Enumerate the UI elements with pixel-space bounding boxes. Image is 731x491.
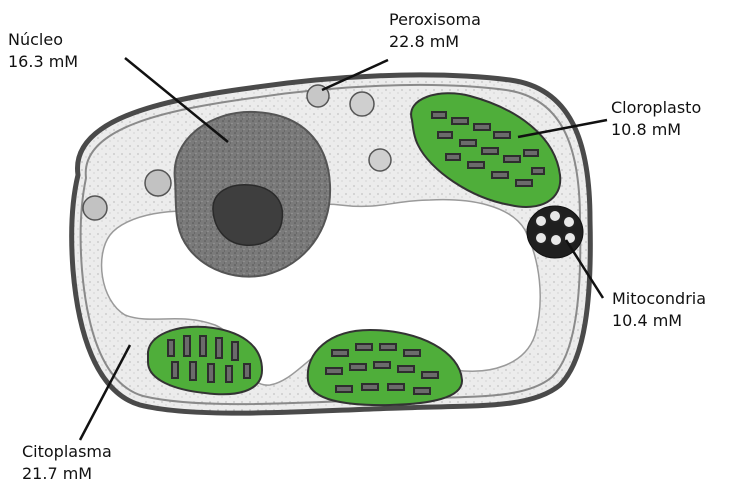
label-cloroplasto-name: Cloroplasto <box>611 97 701 119</box>
label-mitocondria-value: 10.4 mM <box>612 310 706 332</box>
label-peroxisoma-value: 22.8 mM <box>389 31 481 53</box>
nucleolus <box>213 185 282 246</box>
label-mitocondria-name: Mitocondria <box>612 288 706 310</box>
label-citoplasma-name: Citoplasma <box>22 441 112 463</box>
mitochondria <box>527 206 583 258</box>
label-nucleo-name: Núcleo <box>8 29 78 51</box>
vesicle <box>145 170 171 196</box>
label-nucleo: Núcleo 16.3 mM <box>8 29 78 73</box>
vesicle <box>350 92 374 116</box>
label-cloroplasto: Cloroplasto 10.8 mM <box>611 97 701 141</box>
label-citoplasma-value: 21.7 mM <box>22 463 112 485</box>
label-nucleo-value: 16.3 mM <box>8 51 78 73</box>
vesicle <box>83 196 107 220</box>
vesicle <box>369 149 391 171</box>
label-peroxisoma-name: Peroxisoma <box>389 9 481 31</box>
label-mitocondria: Mitocondria 10.4 mM <box>612 288 706 332</box>
label-citoplasma: Citoplasma 21.7 mM <box>22 441 112 485</box>
label-cloroplasto-value: 10.8 mM <box>611 119 701 141</box>
label-peroxisoma: Peroxisoma 22.8 mM <box>389 9 481 53</box>
